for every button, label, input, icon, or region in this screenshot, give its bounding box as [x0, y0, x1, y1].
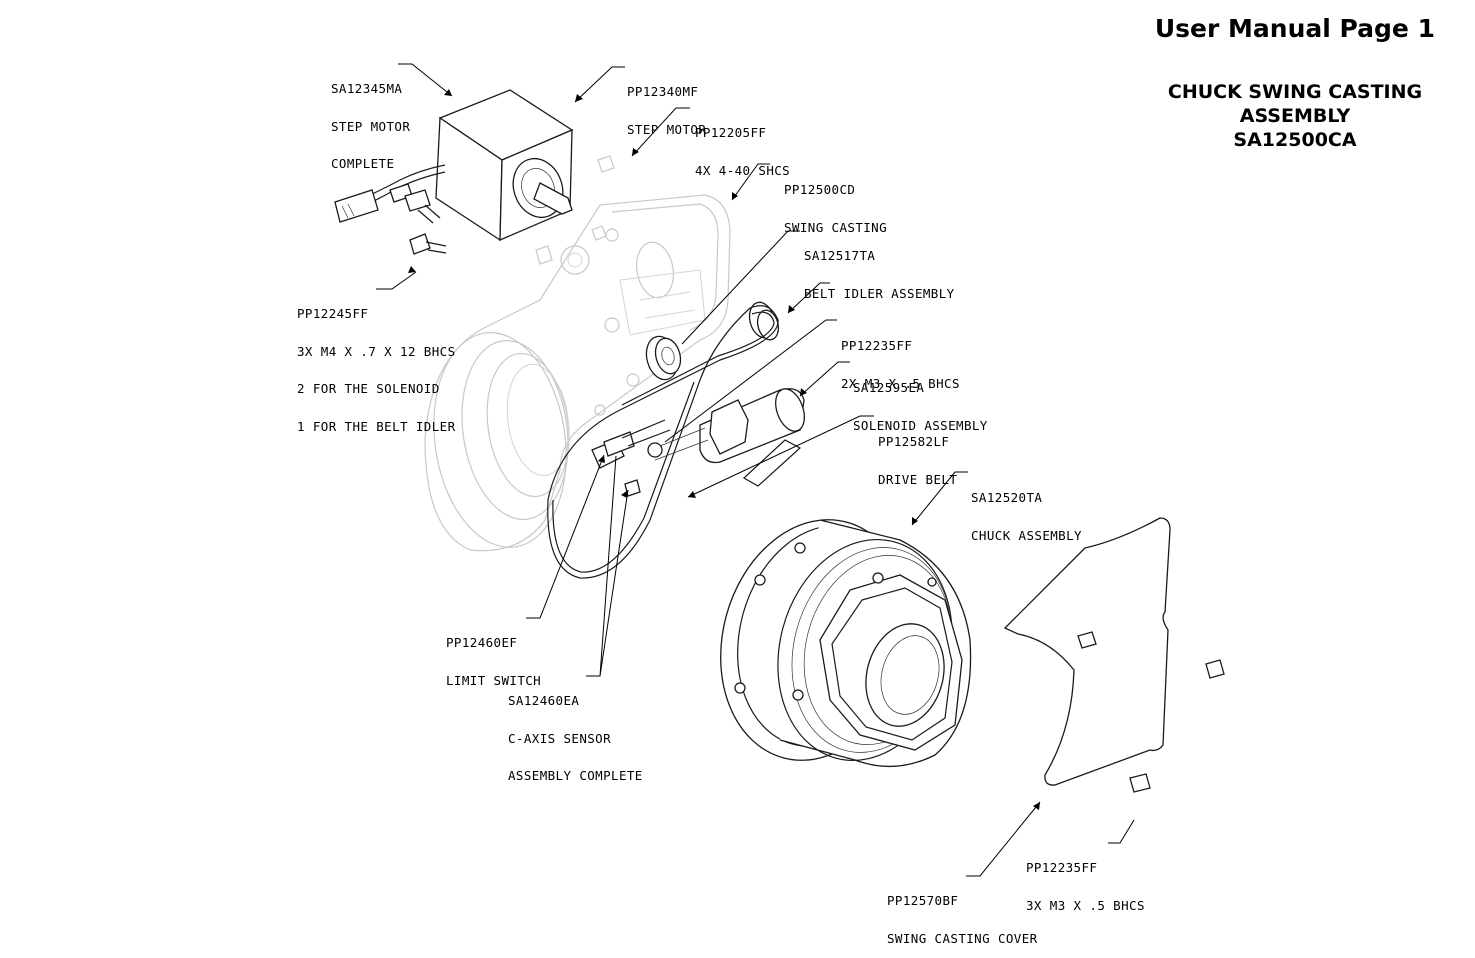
part-description: 2X M3 X .5 BHCS: [841, 375, 960, 391]
callout-m3-bhcs-2x: PP12235FF 2X M3 X .5 BHCS: [841, 315, 960, 403]
part-number: PP12235FF: [841, 338, 913, 353]
part-description: DRIVE BELT: [878, 471, 958, 487]
part-number: SA12460EA: [508, 693, 580, 708]
part-number: PP12570BF: [887, 893, 959, 908]
callout-chuck-assembly: SA12520TA CHUCK ASSEMBLY: [971, 467, 1082, 555]
part-description: C-AXIS SENSOR: [508, 730, 612, 746]
part-description: CHUCK ASSEMBLY: [971, 527, 1082, 543]
part-description: STEP MOTOR: [331, 118, 411, 134]
callout-step-motor-complete: SA12345MA STEP MOTOR COMPLETE: [331, 58, 410, 183]
page-title: User Manual Page 1: [1154, 14, 1435, 43]
assembly-title-line-1: CHUCK SWING CASTING: [1167, 81, 1423, 103]
part-number: PP12460EF: [446, 635, 518, 650]
m3-bhcs-screws: [1077, 631, 1225, 793]
swing-casting-part: [424, 194, 731, 552]
callout-belt-idler: SA12517TA BELT IDLER ASSEMBLY: [804, 225, 955, 313]
swing-casting-cover-part: [1003, 517, 1171, 786]
callout-limit-switch: PP12460EF LIMIT SWITCH: [446, 612, 541, 700]
leader-arrowheads: [408, 89, 1040, 810]
part-number: SA12345MA: [331, 81, 403, 96]
part-description: 1 FOR THE BELT IDLER: [297, 418, 456, 434]
belt-idler-part: [645, 301, 780, 381]
assembly-title-line-2: ASSEMBLY: [1239, 105, 1351, 127]
part-number: PP12500CD: [784, 182, 856, 197]
solenoid-part: [649, 388, 805, 487]
callout-swing-casting-cover: PP12570BF SWING CASTING COVER: [887, 870, 1038, 958]
part-description: LIMIT SWITCH: [446, 672, 542, 688]
part-description: COMPLETE: [331, 156, 395, 171]
part-description: BELT IDLER ASSEMBLY: [804, 285, 955, 301]
part-description: SOLENOID ASSEMBLY: [853, 417, 988, 433]
callout-c-axis-sensor: SA12460EA C-AXIS SENSOR ASSEMBLY COMPLET…: [508, 670, 643, 795]
part-number: SA12595EA: [853, 380, 925, 395]
callout-m3-bhcs-3x: PP12235FF 3X M3 X .5 BHCS: [1026, 837, 1145, 925]
callout-solenoid: SA12595EA SOLENOID ASSEMBLY: [853, 357, 988, 445]
callout-shcs: PP12205FF 4X 4-40 SHCS: [695, 102, 790, 190]
part-description: SWING CASTING COVER: [887, 930, 1038, 946]
part-description: SWING CASTING: [784, 219, 888, 235]
part-description: 4X 4-40 SHCS: [695, 162, 791, 178]
callout-swing-casting: PP12500CD SWING CASTING: [784, 159, 887, 247]
part-number: SA12517TA: [804, 248, 876, 263]
part-description: 3X M4 X .7 X 12 BHCS: [297, 343, 456, 359]
assembly-title: CHUCK SWING CASTING ASSEMBLY SA12500CA: [1140, 80, 1450, 152]
shcs-screws: [535, 155, 615, 265]
callout-step-motor: PP12340MF STEP MOTOR: [627, 61, 706, 149]
callout-drive-belt: PP12582LF DRIVE BELT: [878, 411, 957, 499]
part-description: STEP MOTOR: [627, 121, 707, 137]
part-number: PP12582LF: [878, 434, 950, 449]
part-description: 3X M3 X .5 BHCS: [1026, 897, 1145, 913]
assembly-title-line-3: SA12500CA: [1233, 129, 1357, 151]
part-number: PP12245FF: [297, 306, 369, 321]
part-number: PP12235FF: [1026, 860, 1098, 875]
callout-m4-bhcs: PP12245FF 3X M4 X .7 X 12 BHCS 2 FOR THE…: [297, 283, 456, 446]
step-motor-part: [334, 89, 574, 242]
part-description: ASSEMBLY COMPLETE: [508, 768, 643, 783]
part-number: SA12520TA: [971, 490, 1043, 505]
chuck-assembly-part: [720, 519, 972, 768]
leader-lines: [376, 63, 1135, 877]
part-description: 2 FOR THE SOLENOID: [297, 381, 440, 396]
drive-belt-part: [547, 305, 779, 579]
part-number: PP12340MF: [627, 84, 699, 99]
part-number: PP12205FF: [695, 125, 767, 140]
m4-bhcs-screws: [389, 183, 447, 255]
